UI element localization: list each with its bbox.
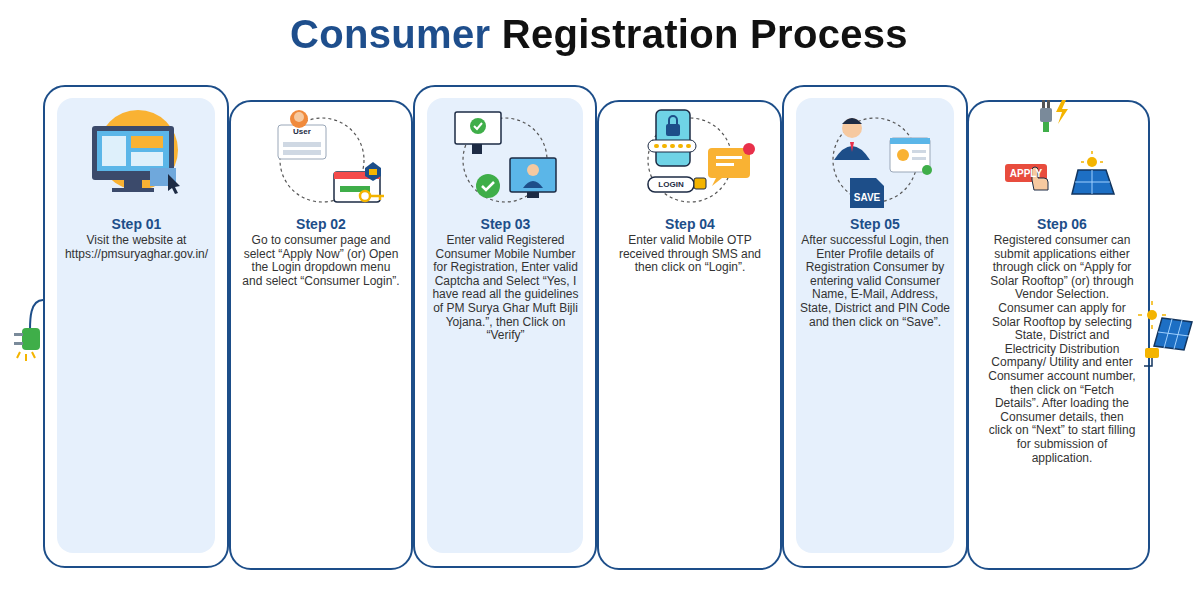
icon-label: User: [283, 126, 321, 137]
solar-panel-icon: [1138, 301, 1192, 366]
title-wrap: Consumer Registration Process: [0, 12, 1198, 57]
step-description: After successful Login, then Enter Profi…: [798, 234, 952, 329]
step-text: Step 04 Enter valid Mobile OTP received t…: [610, 216, 770, 275]
step-text: Step 05 After successful Login, then Ente…: [798, 216, 952, 329]
step-number: Step 06: [988, 216, 1136, 232]
step-description: Visit the website at https://pmsuryaghar…: [60, 234, 213, 261]
icon-label: LOGIN: [648, 179, 694, 190]
step-description: Enter valid Mobile OTP received through …: [610, 234, 770, 275]
icon-label: SAVE: [850, 191, 884, 204]
step-card: Step 03 Enter valid Registered Consumer M…: [413, 85, 597, 568]
plug-icon: [14, 328, 40, 361]
step-description: Enter valid Registered Consumer Mobile N…: [430, 234, 581, 343]
step-text: Step 03 Enter valid Registered Consumer M…: [430, 216, 581, 343]
step-text: Step 06 Registered consumer can submit ap…: [988, 216, 1136, 465]
profile-save-icon: [833, 118, 932, 208]
apply-icon: [1005, 100, 1114, 194]
step-number: Step 05: [798, 216, 952, 232]
wire: [30, 300, 43, 330]
step-text: Step 01 Visit the website at https://pmsu…: [60, 216, 213, 261]
diagram-title: Consumer Registration Process: [290, 12, 908, 57]
step-card: Step 06 Registered consumer can submit ap…: [967, 100, 1150, 570]
step-description: Registered consumer can submit applicati…: [988, 234, 1136, 465]
otp-icon: [648, 110, 755, 202]
monitor-icon: [92, 110, 180, 194]
step-number: Step 04: [610, 216, 770, 232]
step-number: Step 02: [240, 216, 402, 232]
step-description: Go to consumer page and select “Apply No…: [240, 234, 402, 288]
step-number: Step 03: [430, 216, 581, 232]
step-text: Step 02 Go to consumer page and select “A…: [240, 216, 402, 288]
step-card: Step 04 Enter valid Mobile OTP received t…: [597, 100, 782, 570]
login-user-icon: [278, 110, 384, 202]
step-card: Step 05 After successful Login, then Ente…: [782, 85, 968, 568]
step-card: Step 02 Go to consumer page and select “A…: [229, 100, 413, 570]
icon-label: APPLY: [1005, 167, 1047, 180]
verify-icon: [455, 112, 556, 202]
step-number: Step 01: [60, 216, 213, 232]
